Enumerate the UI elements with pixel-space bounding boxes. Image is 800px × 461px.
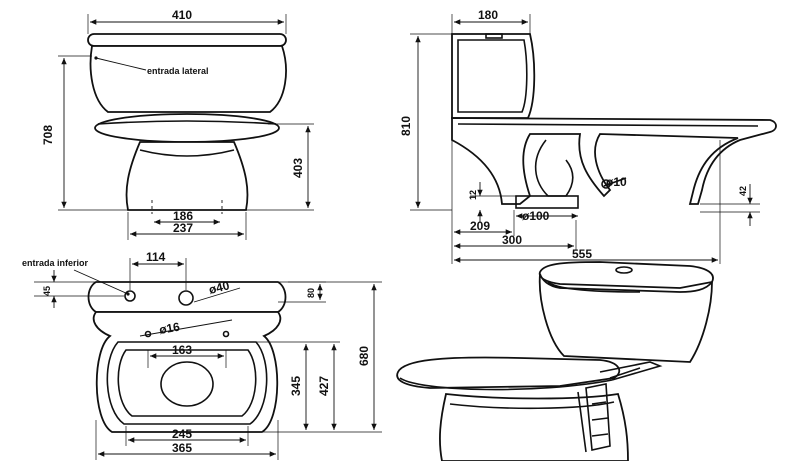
dim-403: 403 [291,158,305,178]
dim-80: 80 [306,288,316,298]
perspective-view [396,261,714,461]
dim-245: 245 [172,427,192,441]
label-entrada-inferior: entrada inferior [22,258,89,268]
dim-410: 410 [172,8,192,22]
persp-cistern-body [538,273,713,363]
dim-12: 12 [468,190,478,200]
dim-dia-16: ø16 [158,320,181,337]
dim-dia-100: ø100 [522,209,550,223]
dim-680: 680 [357,346,371,366]
dim-186: 186 [173,209,193,223]
top-bowl-opening [160,361,214,407]
dim-114: 114 [146,250,166,264]
top-inlet-hole [124,290,136,302]
dim-555: 555 [572,247,592,261]
side-bowl [451,117,777,205]
side-cistern [451,33,536,119]
persp-cistern-lid [538,261,714,289]
front-cistern-lid [87,33,287,47]
front-view: 410 708 403 186 237 entrada lateral [41,8,314,240]
top-view: entrada inferior 114 45 ø40 80 ø16 163 [22,250,382,460]
persp-trap-shading [585,383,611,451]
dim-810: 810 [399,116,413,136]
top-seat [106,341,268,425]
top-flush-hole [178,290,194,306]
dim-365: 365 [172,441,192,455]
dim-345: 345 [289,376,303,396]
side-view: 180 810 12 42 ø10 ø100 209 300 555 [399,8,777,264]
dim-163: 163 [172,343,192,357]
top-cistern [87,281,287,313]
dim-209: 209 [470,219,490,233]
dim-dia-10: ø10 [606,175,627,189]
dim-180: 180 [478,8,498,22]
dim-237: 237 [173,221,193,235]
dim-708: 708 [41,125,55,145]
front-pedestal [125,141,249,211]
front-seat [94,113,280,143]
dim-42: 42 [738,186,748,196]
front-cistern-body [89,45,287,113]
dim-45: 45 [42,286,52,296]
dim-300: 300 [502,233,522,247]
label-entrada-lateral: entrada lateral [147,66,209,76]
dim-427: 427 [317,376,331,396]
persp-seat [396,356,621,389]
top-bowl [92,311,282,433]
dim-dia-40: ø40 [207,278,231,297]
